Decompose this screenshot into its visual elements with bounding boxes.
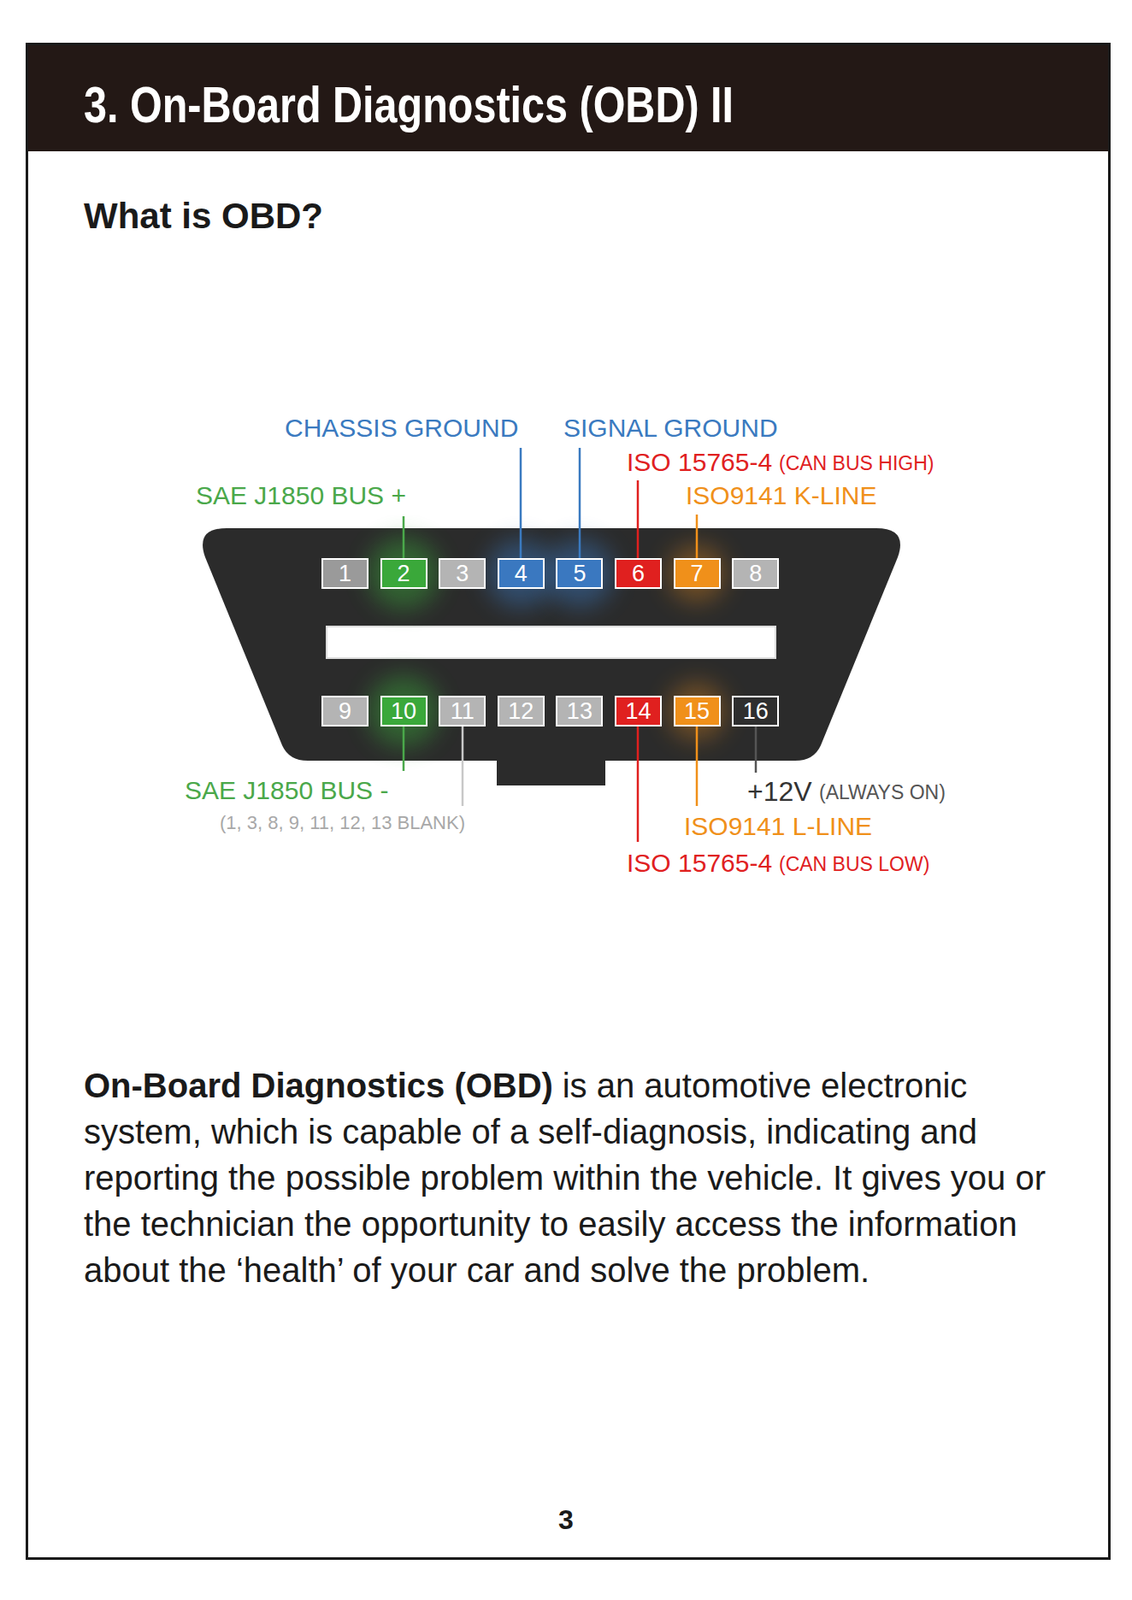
leader-line	[519, 448, 523, 559]
leader-line	[578, 448, 582, 559]
pin-label-note: (CAN BUS LOW)	[778, 853, 930, 876]
pin-label: ISO9141 L-LINE	[683, 812, 873, 843]
pin-box: 2	[380, 558, 428, 590]
pin-label: ISO9141 K-LINE	[685, 481, 877, 512]
leader-line	[636, 480, 640, 559]
pin-number: 5	[572, 562, 586, 586]
pin-box: 9	[321, 695, 369, 727]
leader-line	[636, 726, 640, 843]
pin-number: 14	[624, 700, 651, 724]
pin-box: 15	[673, 695, 721, 727]
pin-number: 12	[507, 700, 534, 724]
pin-number: 10	[390, 700, 417, 724]
leader-line	[695, 514, 699, 559]
pin-box: 7	[673, 558, 721, 590]
pin-number: 9	[338, 700, 352, 724]
pin-box: 13	[555, 695, 603, 727]
pin-box: 6	[614, 558, 662, 590]
pin-box: 14	[614, 695, 662, 727]
pin-label-note: (ALWAYS ON)	[819, 781, 946, 804]
pin-number: 6	[631, 562, 645, 586]
pin-number: 1	[338, 562, 352, 586]
leader-line	[695, 726, 699, 807]
body-paragraph: On-Board Diagnostics (OBD)is an automoti…	[83, 1062, 1085, 1294]
pin-label: SAE J1850 BUS -	[184, 776, 389, 807]
connector-tab	[496, 756, 606, 786]
pin-number: 4	[514, 562, 528, 586]
pin-label-note: (CAN BUS HIGH)	[778, 452, 934, 475]
pin-number: 8	[748, 562, 762, 586]
pin-number: 15	[683, 700, 710, 724]
pin-label-note: (1, 3, 8, 9, 11, 12, 13 BLANK)	[219, 812, 466, 834]
pin-number: 2	[397, 562, 411, 586]
subheading: What is OBD?	[83, 195, 324, 237]
pin-label: SIGNAL GROUND	[563, 413, 779, 444]
leader-line	[461, 726, 465, 807]
connector-slot	[326, 626, 776, 659]
pin-label: +12V	[747, 776, 813, 808]
page-title: 3. On-Board Diagnostics (OBD) II	[83, 75, 734, 135]
pin-box: 16	[731, 695, 779, 727]
connector-body	[202, 528, 901, 761]
pin-box: 12	[497, 695, 545, 727]
pin-number: 13	[566, 700, 593, 724]
pin-label: ISO 15765-4	[626, 448, 773, 478]
pin-number: 7	[690, 562, 704, 586]
pin-box: 5	[555, 558, 603, 590]
pin-number: 16	[742, 700, 769, 724]
leader-line	[754, 726, 758, 773]
pin-label: SAE J1850 BUS +	[195, 481, 407, 512]
pin-box: 8	[731, 558, 779, 590]
pin-number: 3	[455, 562, 469, 586]
pin-box: 3	[438, 558, 486, 590]
pin-label: ISO 15765-4	[626, 849, 773, 879]
page-number: 3	[558, 1504, 574, 1537]
pin-box: 10	[380, 695, 428, 727]
pin-label: CHASSIS GROUND	[284, 413, 519, 444]
paragraph-term: On-Board Diagnostics (OBD)	[83, 1067, 554, 1105]
leader-line	[402, 516, 406, 559]
pin-box: 11	[438, 695, 486, 727]
pin-box: 1	[321, 558, 369, 590]
pin-number: 11	[450, 700, 475, 724]
leader-line	[402, 726, 406, 772]
pin-box: 4	[497, 558, 545, 590]
